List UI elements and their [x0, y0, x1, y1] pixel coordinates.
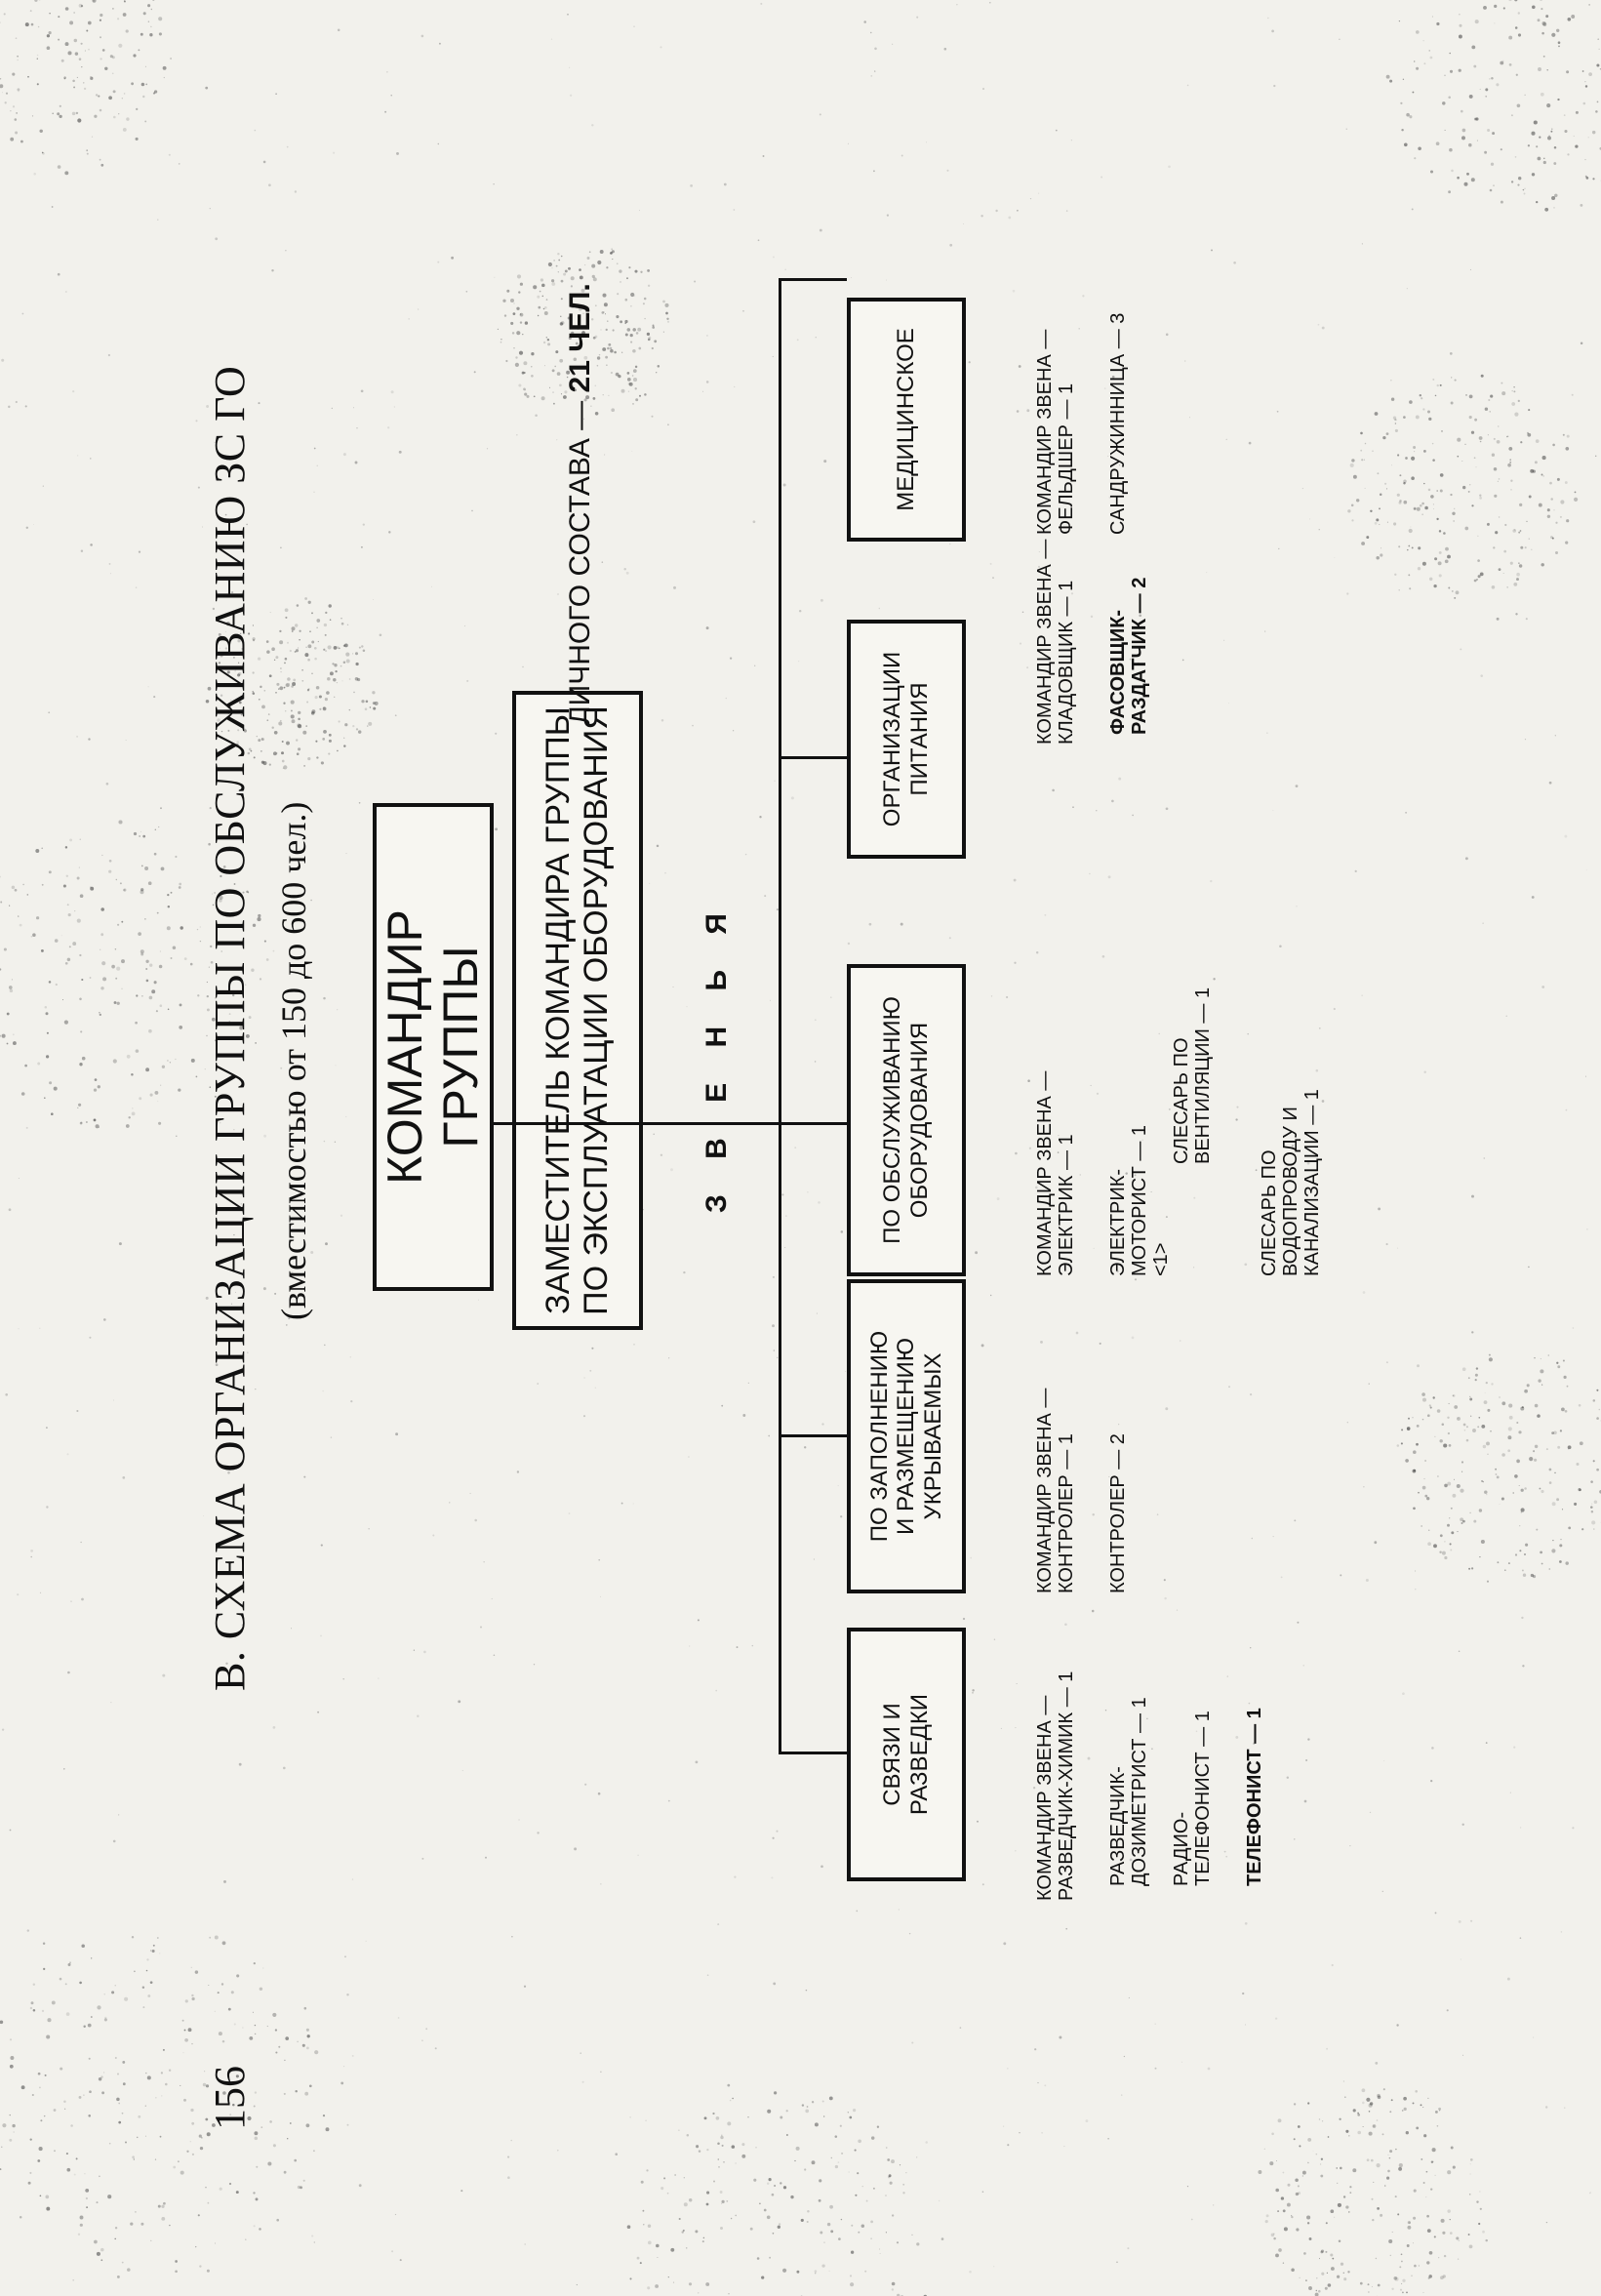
unit-box-4: ОРГАНИЗАЦИИ ПИТАНИЯ: [847, 620, 966, 859]
units-label: З В Е Н Ь Я: [700, 900, 733, 1213]
staff-item: РАЗВЕДЧИК- ДОЗИМЕТРИСТ — 1: [1107, 1697, 1150, 1886]
commander-label: КОМАНДИР ГРУППЫ: [377, 909, 489, 1185]
page-number: 156: [206, 2066, 254, 2130]
staff-item: КОМАНДИР ЗВЕНА — КОНТРОЛЕР — 1: [1034, 1388, 1077, 1593]
unit-name: МЕДИЦИНСКОЕ: [893, 328, 920, 511]
deputy-box: ЗАМЕСТИТЕЛЬ КОМАНДИРА ГРУППЫ ПО ЭКСПЛУАТ…: [512, 691, 643, 1330]
unit-name: ПО ЗАПОЛНЕНИЮ И РАЗМЕЩЕНИЮ УКРЫВАЕМЫХ: [865, 1330, 946, 1543]
personnel-prefix: ЛИЧНОГО СОСТАВА —: [564, 392, 596, 725]
staff-item: КОМАНДИР ЗВЕНА — РАЗВЕДЧИК-ХИМИК — 1: [1034, 1671, 1077, 1901]
unit-box-2: ПО ЗАПОЛНЕНИЮ И РАЗМЕЩЕНИЮ УКРЫВАЕМЫХ: [847, 1279, 966, 1593]
staff-item: СЛЕСАРЬ ПО ВОДОПРОВОДУ И КАНАЛИЗАЦИИ — 1: [1259, 1089, 1323, 1276]
unit-box-1: СВЯЗИ И РАЗВЕДКИ: [847, 1628, 966, 1881]
units-bus-line: [779, 281, 781, 1754]
staff-item: КОМАНДИР ЗВЕНА — ФЕЛЬДШЕР — 1: [1034, 329, 1077, 535]
commander-box: КОМАНДИР ГРУППЫ: [373, 803, 494, 1291]
deputy-label: ЗАМЕСТИТЕЛЬ КОМАНДИРА ГРУППЫ ПО ЭКСПЛУАТ…: [539, 705, 615, 1315]
unit-name: ОРГАНИЗАЦИИ ПИТАНИЯ: [879, 651, 933, 827]
staff-item: САНДРУЖИННИЦА — 3: [1107, 312, 1129, 535]
unit-name: ПО ОБСЛУЖИВАНИЮ ОБОРУДОВАНИЯ: [879, 996, 933, 1244]
personnel-total: ЛИЧНОГО СОСТАВА — 21 ЧЕЛ.: [564, 283, 597, 725]
staff-item: СЛЕСАРЬ ПО ВЕНТИЛЯЦИИ — 1: [1171, 987, 1214, 1164]
unit-connector-4: [779, 756, 847, 759]
page-title: В. СХЕМА ОРГАНИЗАЦИИ ГРУППЫ ПО ОБСЛУЖИВА…: [206, 365, 254, 1691]
unit-connector-3: [779, 1122, 847, 1125]
staff-item: КОМАНДИР ЗВЕНА — КЛАДОВЩИК — 1: [1034, 539, 1077, 745]
unit-connector-1: [779, 1752, 847, 1754]
staff-item: ЭЛЕКТРИК- МОТОРИСТ — 1 <1>: [1107, 1124, 1172, 1276]
personnel-count: 21 ЧЕЛ.: [564, 283, 596, 393]
page-subtitle: (вместимостью от 150 до 600 чел.): [274, 801, 313, 1320]
staff-item: РАДИО- ТЕЛЕФОНИСТ — 1: [1171, 1711, 1214, 1886]
unit-box-3: ПО ОБСЛУЖИВАНИЮ ОБОРУДОВАНИЯ: [847, 964, 966, 1276]
staff-item: КОНТРОЛЕР — 2: [1107, 1433, 1129, 1593]
unit-connector-5: [779, 278, 847, 281]
staff-item: ФАСОВЩИК- РАЗДАТЧИК — 2: [1107, 577, 1150, 735]
staff-item: КОМАНДИР ЗВЕНА — ЭЛЕКТРИК — 1: [1034, 1070, 1077, 1276]
unit-name: СВЯЗИ И РАЗВЕДКИ: [879, 1693, 933, 1816]
unit-connector-2: [779, 1434, 847, 1437]
staff-item: ТЕЛЕФОНИСТ — 1: [1244, 1708, 1265, 1886]
unit-box-5: МЕДИЦИНСКОЕ: [847, 298, 966, 542]
